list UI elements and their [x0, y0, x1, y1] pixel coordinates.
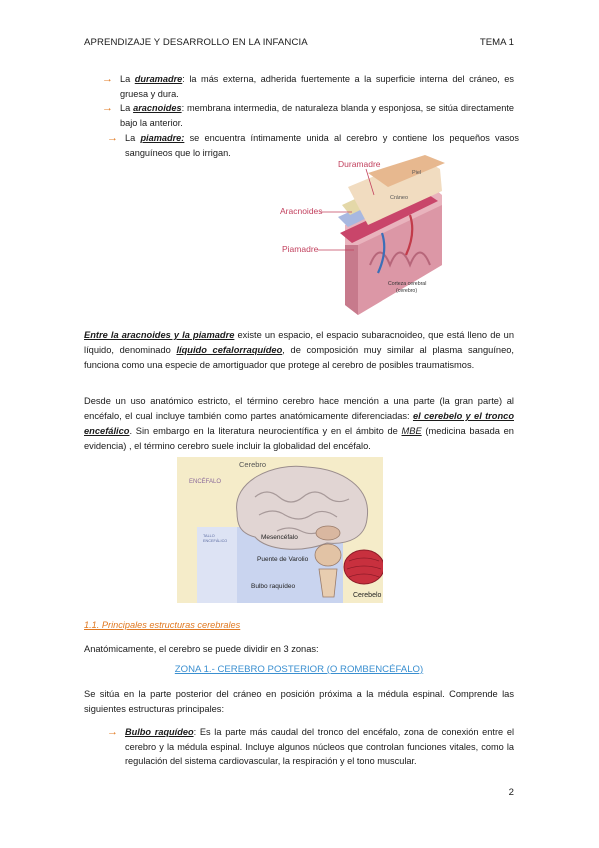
- skin-layer: [368, 155, 445, 187]
- intro-text: Anatómicamente, el cerebro se puede divi…: [84, 644, 319, 654]
- label-piel: Piel: [412, 170, 421, 176]
- text: Desde un uso anatómico estricto, el térm…: [84, 396, 514, 421]
- arrow-icon: →: [107, 726, 118, 738]
- bulbo-shape: [318, 568, 338, 598]
- vessel: [376, 232, 386, 274]
- label-corteza-sub: (cerebro): [396, 288, 417, 294]
- bullet-text: : membrana intermedia, de naturaleza bla…: [120, 103, 514, 128]
- label-encefalo: ENCÉFALO: [189, 478, 221, 485]
- label-cerebro: Cerebro: [239, 460, 266, 469]
- bullet-text: : Es la parte más caudal del tronco del …: [125, 727, 515, 766]
- label-aracnoides: Aracnoides: [280, 206, 323, 216]
- paragraph-encefalo: Desde un uso anatómico estricto, el térm…: [84, 394, 514, 454]
- paragraph-zone1: Se sitúa en la parte posterior del cráne…: [84, 689, 514, 714]
- pia-layer: [340, 193, 438, 243]
- mesencefalo-shape: [315, 525, 341, 541]
- label-piamadre: Piamadre: [282, 244, 319, 254]
- text: . Sin embargo en la literatura neurocien…: [129, 426, 402, 436]
- keyword: Entre la aracnoides y la piamadre: [84, 330, 235, 340]
- text: existe un espacio, el espacio subaracnoi…: [84, 330, 514, 355]
- keyword: Bulbo raquídeo: [125, 727, 194, 737]
- arrow-icon: →: [102, 102, 113, 114]
- label-duramadre: Duramadre: [338, 159, 381, 169]
- bullet-bulbo: → Bulbo raquídeo: Es la parte más caudal…: [107, 725, 514, 769]
- label-mesencefalo: Mesencéfalo: [261, 534, 298, 541]
- abbr: MBE: [401, 426, 422, 436]
- cortex-side: [358, 205, 442, 315]
- cerebelo-shape: [343, 549, 383, 585]
- zone-heading: ZONA 1.- CEREBRO POSTERIOR (O ROMBENCÉFA…: [174, 664, 424, 675]
- bullet-text: La: [120, 103, 134, 113]
- keyword: duramadre: [134, 74, 183, 84]
- keyword: el cerebelo y el tronco encefálico: [84, 411, 514, 436]
- keyword: líquido cefalorraquídeo: [176, 345, 283, 355]
- keyword: piamadre:: [140, 133, 185, 143]
- bullet-text: La: [120, 74, 135, 84]
- section-heading: 1.1. Principales estructuras cerebrales: [84, 620, 241, 630]
- page-number: 2: [508, 787, 514, 798]
- vessel: [404, 214, 414, 256]
- bullet-text: se encuentra íntimamente unida al cerebr…: [125, 133, 519, 158]
- bullet-piamadre: → La piamadre: se encuentra íntimamente …: [107, 131, 519, 160]
- meninges-figure: Duramadre Piel Cráneo Aracnoides Piamadr…: [280, 155, 445, 315]
- label-tallo: TALLO: [203, 534, 215, 538]
- bullet-text: : la más externa, adherida fuertemente a…: [120, 74, 514, 99]
- keyword: aracnoides: [133, 103, 182, 113]
- encefalo-figure: Cerebro ENCÉFALO TALLO ENCEFÁLICO Mesenc…: [177, 457, 383, 603]
- label-bulbo: Bulbo raquídeo: [251, 583, 295, 590]
- label-puente: Puente de Varolio: [257, 556, 309, 563]
- gyri: [369, 251, 431, 268]
- tallo-gradient: [197, 527, 237, 603]
- paragraph-subarachnoid: Entre la aracnoides y la piamadre existe…: [84, 328, 514, 373]
- arrow-icon: →: [102, 73, 113, 85]
- bullet-text: La: [125, 133, 141, 143]
- text: (medicina basada en evidencia) , el térm…: [84, 426, 514, 451]
- header-title: APRENDIZAJE Y DESARROLLO EN LA INFANCIA: [84, 37, 308, 48]
- arrow-icon: →: [107, 132, 118, 144]
- label-craneo: Cráneo: [390, 195, 408, 201]
- cortex-front: [345, 245, 358, 315]
- brain-shape: [236, 465, 369, 550]
- bullet-aracnoides: → La aracnoides: membrana intermedia, de…: [102, 101, 514, 130]
- bullet-duramadre: → La duramadre: la más externa, adherida…: [102, 72, 514, 101]
- label-tallo-sub: ENCEFÁLICO: [203, 539, 227, 543]
- header-topic: TEMA 1: [479, 37, 514, 48]
- text: , de composición muy similar al plasma s…: [84, 345, 515, 370]
- label-corteza: Corteza cerebral: [388, 281, 426, 287]
- label-cerebelo: Cerebelo: [353, 592, 382, 599]
- puente-shape: [314, 543, 342, 567]
